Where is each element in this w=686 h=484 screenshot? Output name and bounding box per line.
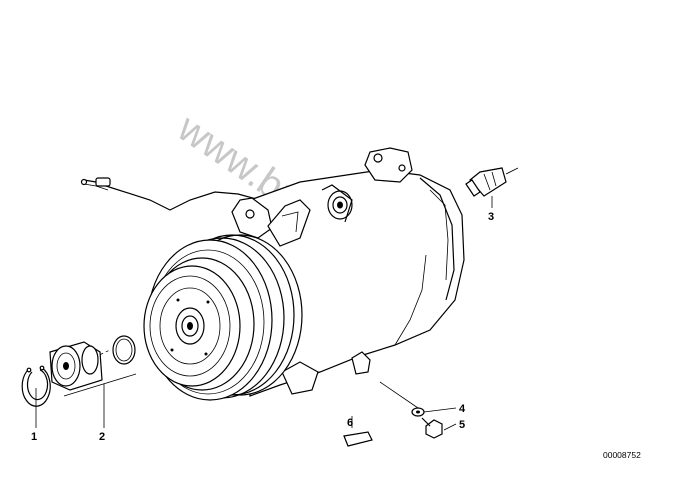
callout-3: 3 [488, 211, 494, 223]
o-ring [112, 335, 136, 365]
callout-4: 4 [459, 403, 466, 415]
magnetic-clutch [83, 234, 303, 401]
callout-5: 5 [459, 419, 465, 431]
threaded-fitting [465, 167, 519, 197]
woodruff-key [343, 431, 373, 447]
callout-1: 1 [31, 431, 37, 443]
washer [411, 407, 425, 417]
electrical-wire [80, 177, 281, 213]
shaft-seal [49, 341, 103, 391]
callout-2: 2 [99, 431, 105, 443]
service-port [321, 184, 353, 223]
callout-6: 6 [347, 417, 353, 429]
circlip [21, 365, 51, 407]
ac-compressor [231, 147, 465, 397]
document-number: 00008752 [603, 450, 641, 460]
callout-bracket-2 [63, 373, 137, 397]
drain-plug [351, 351, 371, 375]
bolt [421, 417, 443, 439]
leader-lines [35, 196, 493, 431]
